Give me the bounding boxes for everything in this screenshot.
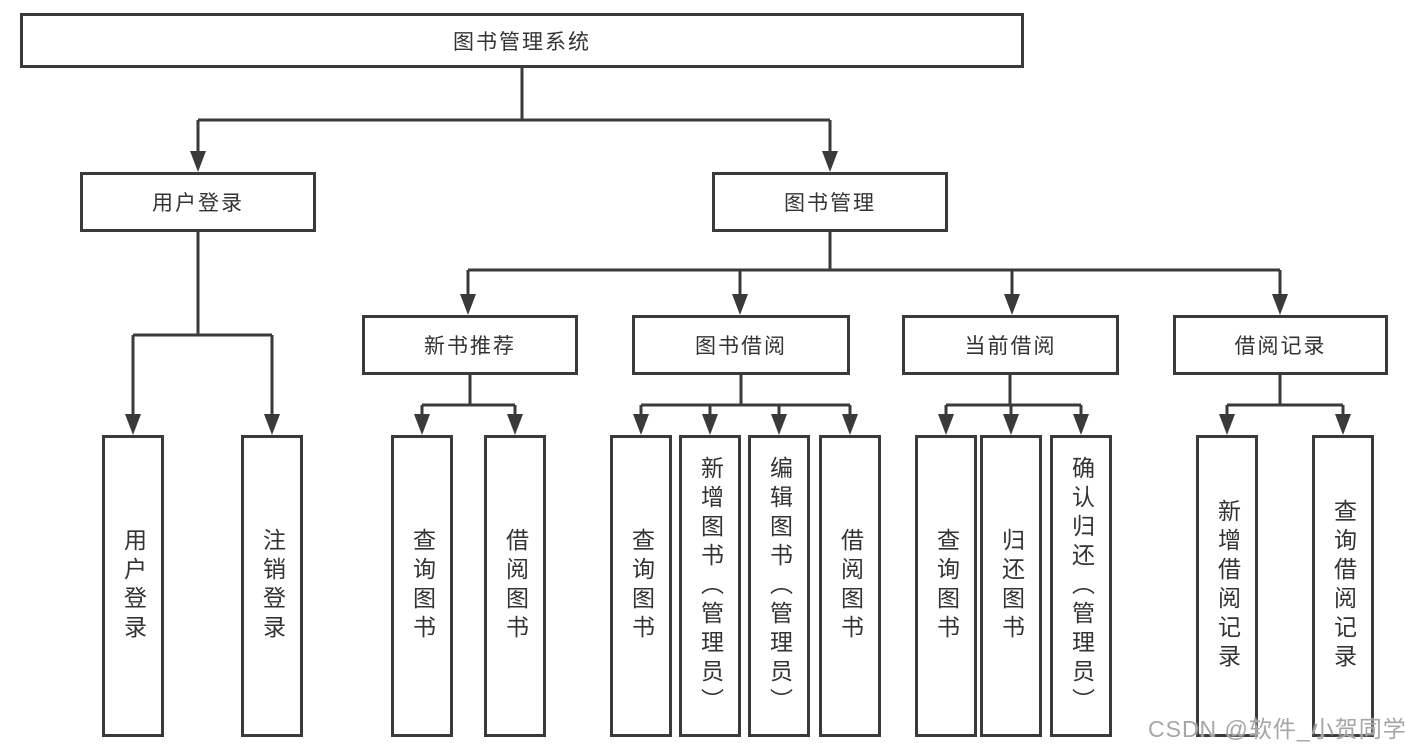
node-label: 借阅记录 (1234, 335, 1327, 358)
leaf-confirm-return-admin: 确认归还（管理员） (1050, 435, 1112, 737)
arrowhead (125, 414, 141, 435)
node-label: 当前借阅 (964, 335, 1057, 358)
leaf-add-borrow-record: 新增借阅记录 (1196, 435, 1258, 737)
node-label: 新书推荐 (424, 335, 516, 358)
node-book-borrowing: 图书借阅 (632, 315, 850, 375)
leaf-logout: 注销登录 (241, 435, 303, 737)
node-label: 借阅图书 (837, 528, 864, 644)
arrowhead (702, 414, 718, 435)
arrowhead (938, 414, 954, 435)
node-label: 确认归还（管理员） (1068, 455, 1095, 717)
leaf-query-books-current: 查询图书 (915, 435, 977, 737)
node-label: 借阅图书 (502, 528, 529, 644)
arrowheads (125, 151, 1351, 435)
node-label: 新增借阅记录 (1214, 499, 1241, 673)
arrowhead (633, 414, 649, 435)
node-label: 查询图书 (933, 528, 960, 644)
node-label: 编辑图书（管理员） (766, 455, 793, 717)
arrowhead (822, 151, 838, 172)
leaf-edit-books-admin: 编辑图书（管理员） (748, 435, 810, 737)
leaf-query-books-recommend: 查询图书 (391, 435, 453, 737)
arrowhead (1004, 294, 1020, 315)
leaf-query-books-borrowing: 查询图书 (610, 435, 672, 737)
leaf-user-login: 用户登录 (102, 435, 164, 737)
node-label: 查询图书 (628, 528, 655, 644)
node-borrowing-records: 借阅记录 (1173, 315, 1388, 375)
node-label: 图书管理 (784, 192, 876, 215)
node-current-borrowing: 当前借阅 (902, 315, 1119, 375)
leaf-add-books-admin: 新增图书（管理员） (679, 435, 741, 737)
arrowhead (1219, 414, 1235, 435)
leaf-return-books: 归还图书 (980, 435, 1042, 737)
node-label: 查询图书 (409, 528, 436, 644)
leaf-query-borrow-record: 查询借阅记录 (1312, 435, 1374, 737)
node-label: 图书借阅 (695, 335, 787, 358)
arrowhead (1003, 414, 1019, 435)
node-user-login: 用户登录 (80, 172, 316, 232)
arrowhead (1335, 414, 1351, 435)
leaf-borrow-books: 借阅图书 (819, 435, 881, 737)
node-label: 用户登录 (152, 192, 244, 215)
arrowhead (190, 151, 206, 172)
arrowhead (1073, 414, 1089, 435)
arrowhead (507, 414, 523, 435)
node-root-library-system: 图书管理系统 (20, 13, 1024, 68)
node-label: 注销登录 (259, 528, 286, 644)
arrowhead (1272, 294, 1288, 315)
arrowhead (732, 294, 748, 315)
node-label: 新增图书（管理员） (697, 455, 724, 717)
node-label: 归还图书 (998, 528, 1025, 644)
arrowhead (414, 414, 430, 435)
arrowhead (460, 294, 476, 315)
csdn-watermark: CSDN @软件_小贺同学 (1148, 716, 1405, 742)
arrowhead (771, 414, 787, 435)
node-new-book-recommend: 新书推荐 (362, 315, 578, 375)
leaf-borrow-books-recommend: 借阅图书 (484, 435, 546, 737)
arrowhead (842, 414, 858, 435)
node-label: 用户登录 (120, 528, 147, 644)
node-book-management: 图书管理 (712, 172, 948, 232)
arrowhead (264, 414, 280, 435)
tree-edges (131, 68, 1345, 416)
node-label: 图书管理系统 (453, 30, 591, 54)
node-label: 查询借阅记录 (1330, 499, 1357, 673)
